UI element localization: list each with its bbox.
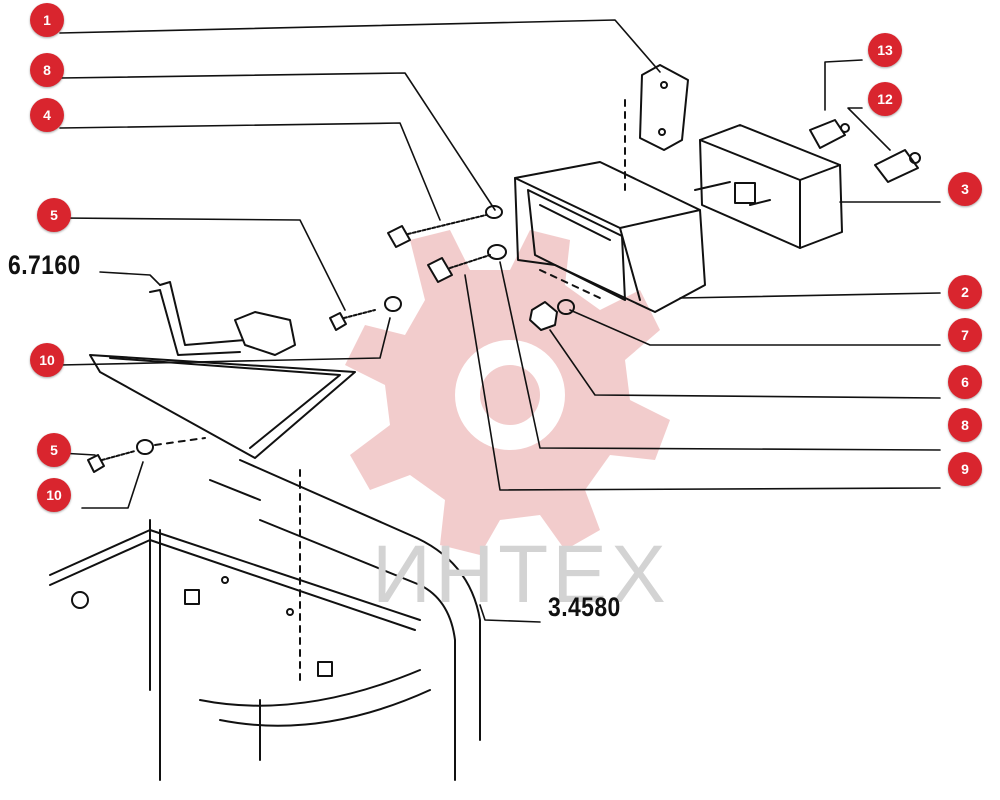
callout-badge-13: 13: [868, 33, 902, 67]
leader-ref-left: [99, 271, 161, 286]
washer-10a: [384, 296, 402, 312]
callout-badge-5-lower: 5: [37, 433, 71, 467]
bulb-12: [874, 149, 921, 183]
leader-7: [569, 309, 941, 346]
lamp-housing: [514, 161, 706, 313]
callout-badge-6: 6: [948, 365, 982, 399]
bracket-plate: [624, 64, 689, 191]
washer-8a: [485, 205, 503, 219]
reference-number-right: 3.4580: [548, 592, 621, 622]
cable-harness: [149, 281, 296, 356]
callout-badge-12: 12: [868, 82, 902, 116]
lamp-lens: [694, 124, 843, 249]
callout-badge-4: 4: [30, 98, 64, 132]
callout-badge-8-top: 8: [30, 53, 64, 87]
watermark-text: ИНТЕХ: [372, 529, 670, 620]
leader-lines: [59, 19, 941, 623]
callout-badge-7: 7: [948, 318, 982, 352]
leader-10b: [81, 461, 144, 509]
callout-badge-10-upper: 10: [30, 343, 64, 377]
callout-badge-3: 3: [948, 172, 982, 206]
nut-6: [529, 301, 558, 331]
watermark-gear-logo: [345, 230, 670, 555]
vehicle-body: [49, 459, 481, 781]
leader-5a: [59, 217, 346, 311]
washer-8b: [487, 244, 507, 260]
screw-5a: [329, 309, 376, 331]
washer-7: [557, 299, 575, 315]
callout-badge-9: 9: [948, 452, 982, 486]
washer-10b: [136, 439, 154, 455]
leader-1: [59, 19, 661, 73]
leader-4: [59, 122, 441, 221]
callout-badge-5-upper: 5: [37, 198, 71, 232]
leader-8b: [499, 261, 941, 451]
leader-6: [549, 329, 941, 399]
reference-number-left: 6.7160: [8, 250, 81, 280]
callout-badge-10-lower: 10: [37, 478, 71, 512]
screw-5b: [87, 450, 136, 473]
leader-8a: [59, 72, 496, 211]
bolt-4: [387, 214, 487, 248]
leader-ref-right: [479, 604, 541, 623]
leader-13: [824, 59, 863, 111]
bulb-13: [809, 119, 850, 149]
support-bracket: [89, 354, 356, 459]
leader-2: [679, 292, 941, 299]
callout-badge-2: 2: [948, 275, 982, 309]
leader-12: [847, 107, 891, 151]
callout-badge-1: 1: [30, 3, 64, 37]
callout-badge-8-bottom: 8: [948, 408, 982, 442]
bolt-9: [427, 254, 491, 283]
leader-9: [464, 274, 941, 491]
